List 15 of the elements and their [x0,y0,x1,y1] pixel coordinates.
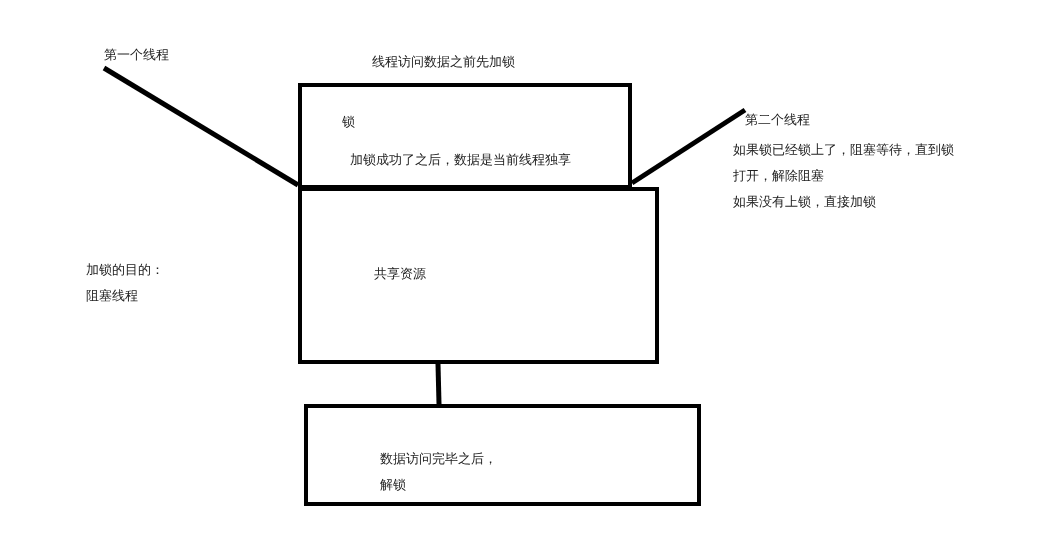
unlock-box [304,404,701,506]
note-text: 如果没有上锁，直接加锁 [733,193,876,211]
lock-box [298,83,632,189]
note-text: 加锁的目的：阻塞线程 [86,261,165,305]
note-text: 如果锁已经锁上了，阻塞等待，直到锁打开，解除阻塞 [733,141,955,185]
thread-label: 第一个线程 [104,42,188,68]
box-text: 数据访问完毕之后，解锁 [380,450,498,494]
box-text: 加锁成功了之后，数据是当前线程独享 [350,151,571,169]
connector-line [435,363,442,405]
box-text: 共享资源 [374,265,426,283]
shared-resource-box [298,187,659,364]
note-text: 线程访问数据之前先加锁 [372,53,515,71]
connector-line [102,65,300,188]
box-heading: 锁 [342,113,355,131]
thread-label: 第二个线程 [745,111,810,129]
